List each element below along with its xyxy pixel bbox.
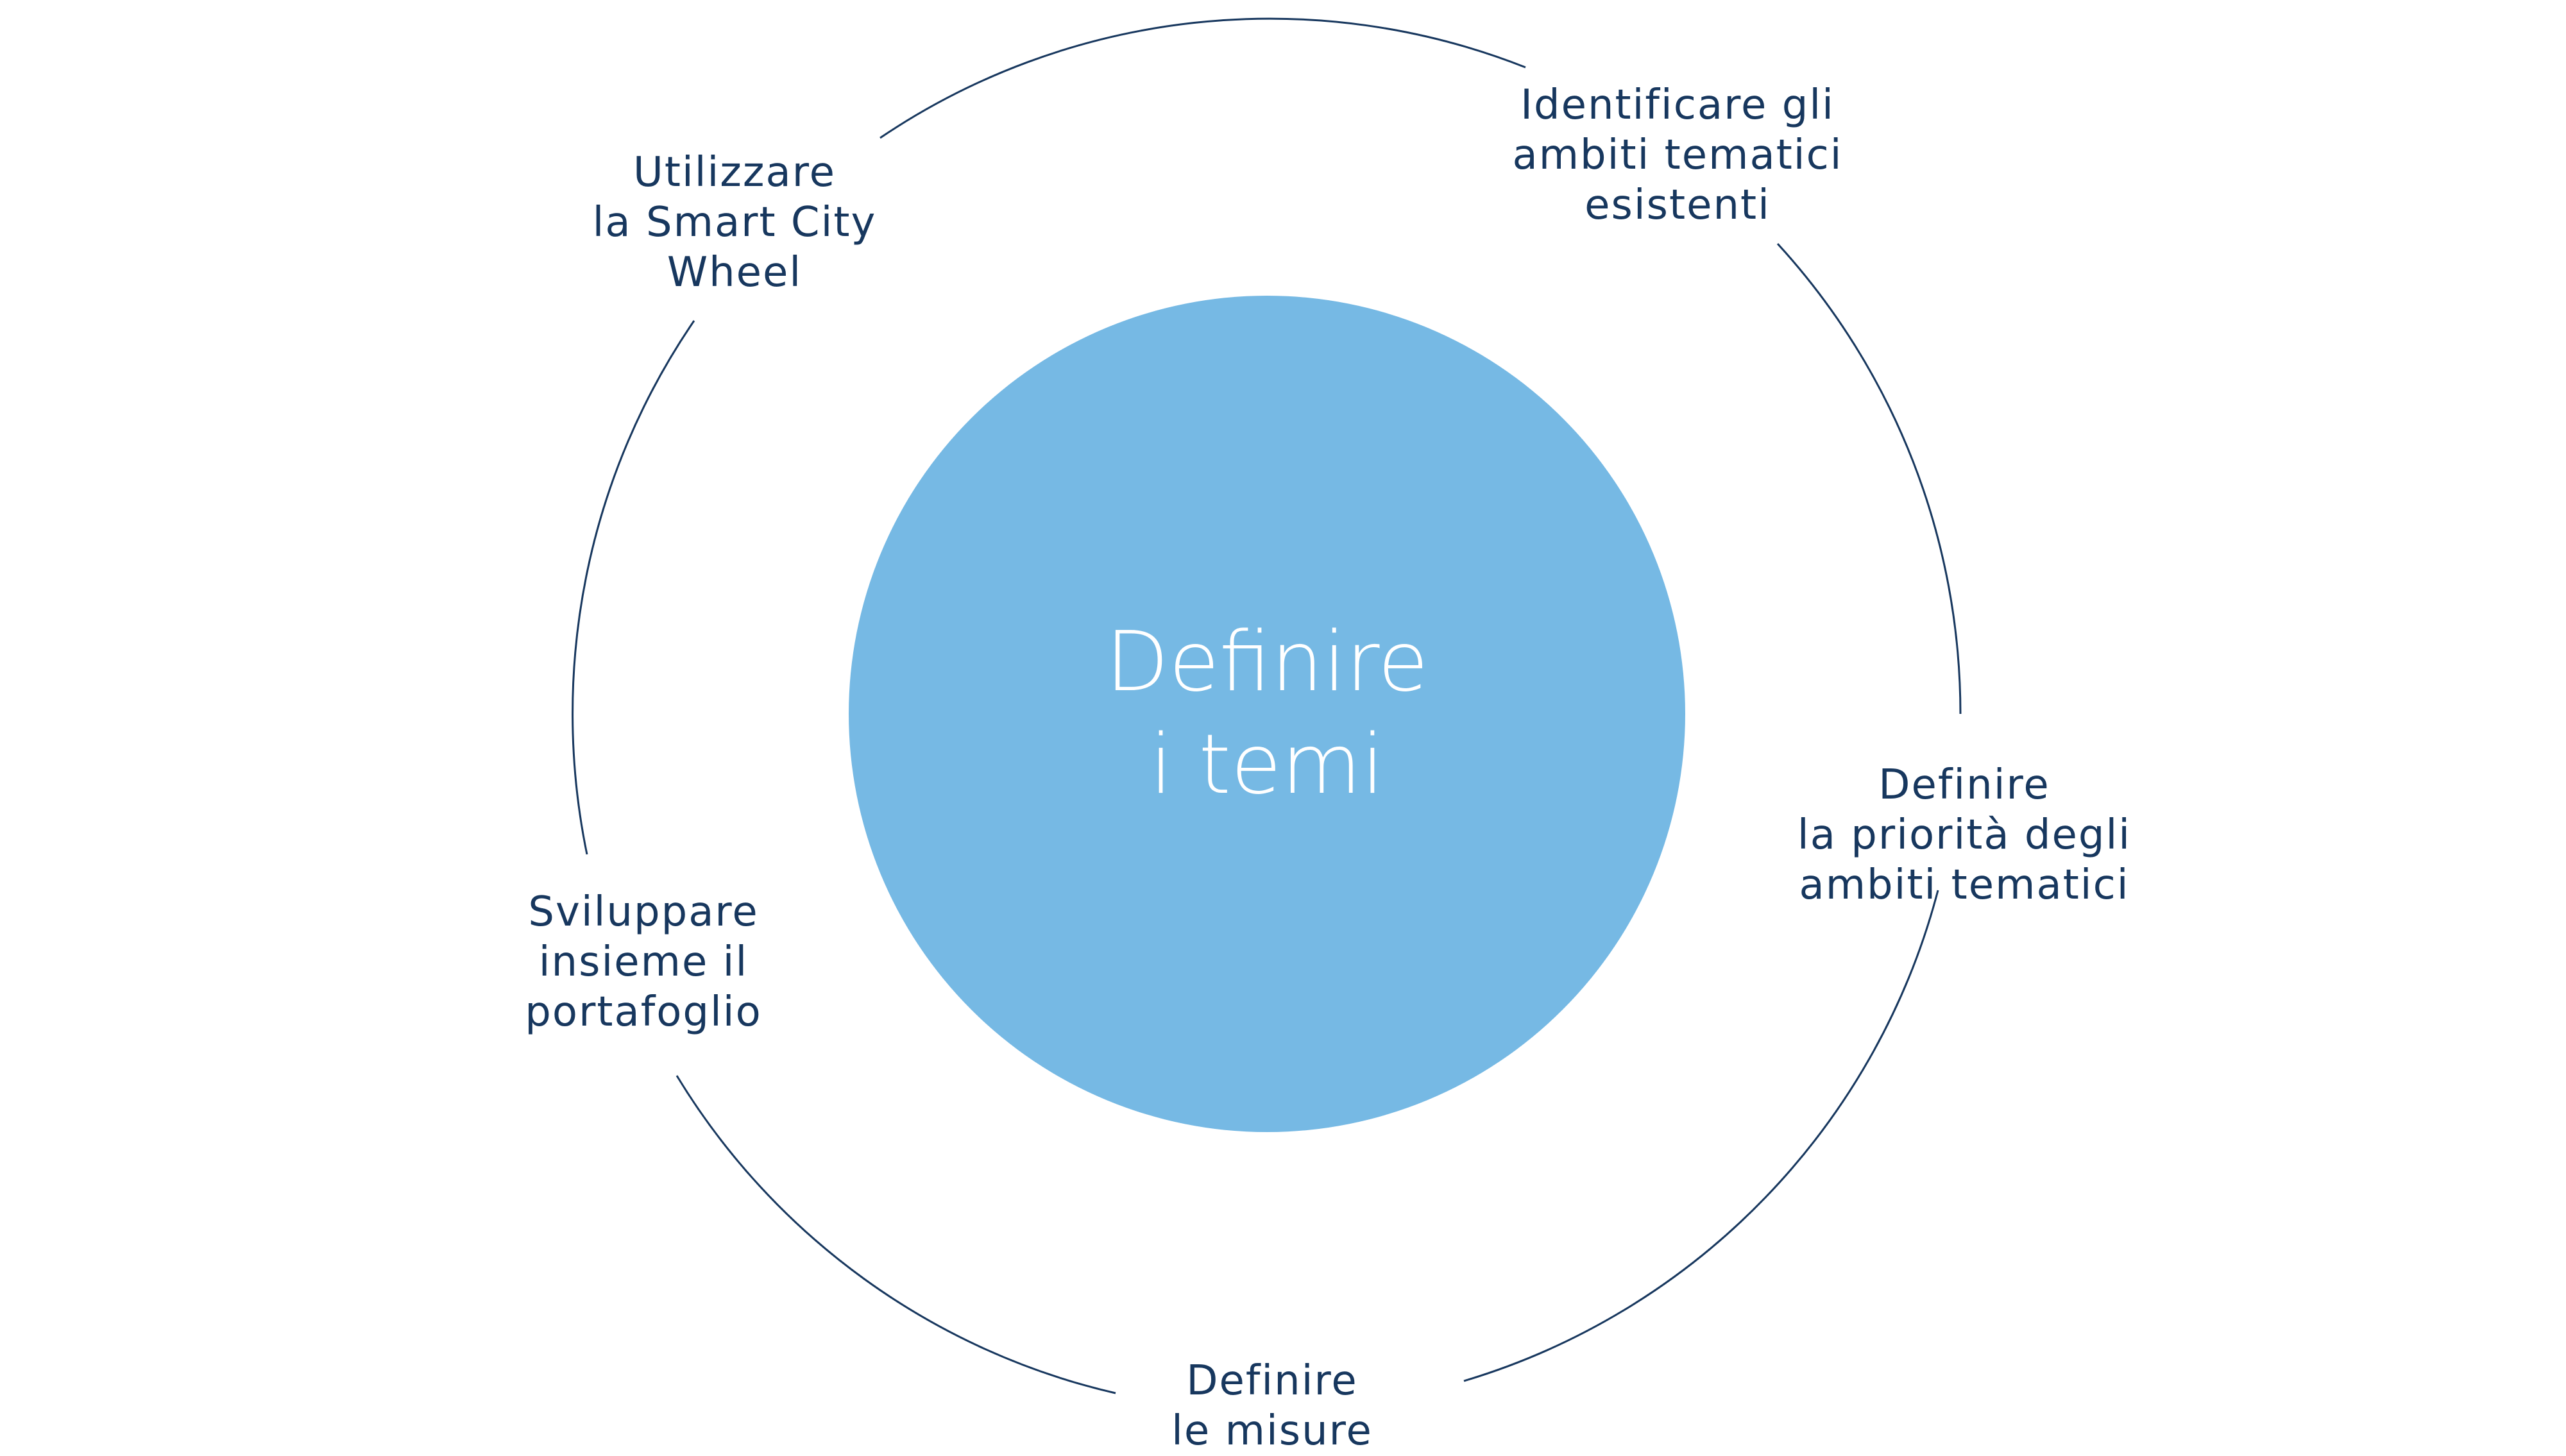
step-label-develop-portfolio: Sviluppare insieme il portafoglio (525, 887, 761, 1037)
step-label-define-measures: Definire le misure (1171, 1356, 1373, 1456)
step-label-line: Sviluppare (528, 888, 759, 936)
center-title-line-2: i temi (1150, 717, 1384, 813)
center-title-line-1: Definire (1105, 614, 1429, 710)
step-label-line: Identificare gli (1520, 81, 1835, 129)
step-label-line: la priorità degli (1797, 811, 2132, 859)
step-label-use-smart-city-wheel: Utilizzare la Smart City Wheel (593, 148, 877, 298)
step-label-line: Wheel (667, 249, 803, 296)
ring-arc-top (879, 17, 1526, 139)
ring-arc-left (572, 320, 695, 855)
step-label-line: ambiti tematici (1799, 861, 2130, 909)
ring-arc-right-upper (1776, 242, 1962, 715)
ring-arc-right-lower (1463, 890, 1939, 1382)
step-label-line: Definire (1878, 761, 2050, 809)
step-label-line: esistenti (1585, 182, 1771, 229)
step-label-prioritize-themes: Definire la priorità degli ambiti temati… (1797, 760, 2131, 910)
ring-arc-bottom (675, 1075, 1116, 1394)
step-label-line: Definire (1186, 1357, 1358, 1405)
step-label-line: ambiti tematici (1512, 131, 1843, 179)
step-label-line: portafoglio (525, 988, 762, 1036)
step-label-line: Utilizzare (633, 149, 836, 196)
step-label-line: insieme il (538, 938, 749, 986)
cycle-ring (572, 17, 1962, 1394)
step-label-line: le misure (1171, 1407, 1373, 1455)
center-circle (849, 296, 1685, 1132)
center-title: Definire i temi (1105, 611, 1428, 817)
step-label-line: la Smart City (592, 199, 877, 246)
step-label-identify-themes: Identificare gli ambiti tematici esisten… (1512, 80, 1842, 230)
